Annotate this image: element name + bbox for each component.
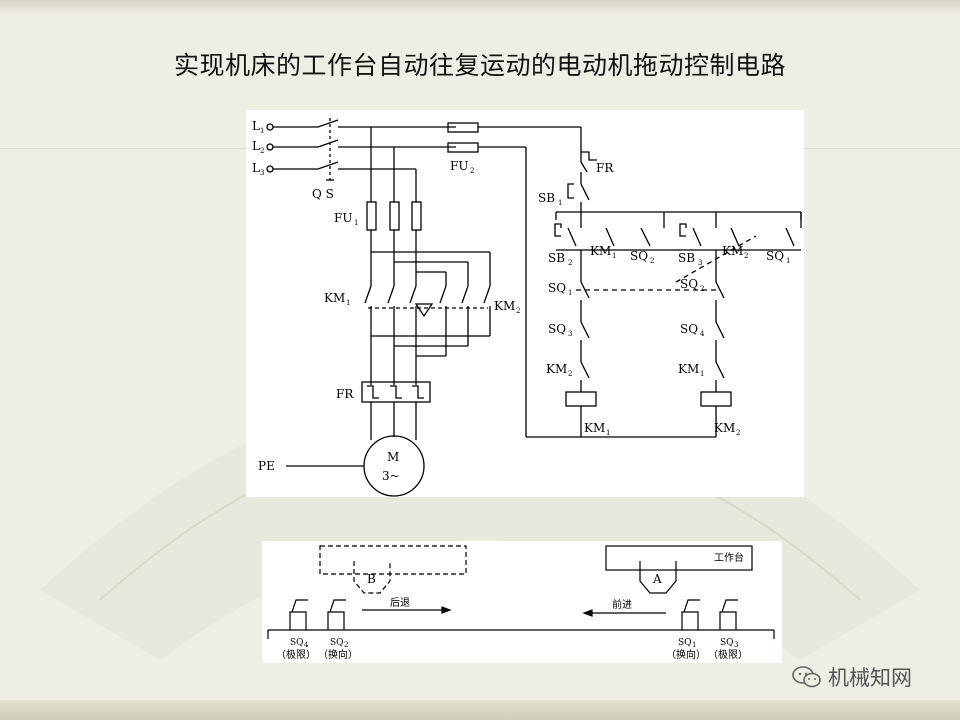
label-l1-sub: 1 [260, 127, 264, 135]
background-bottom-band [0, 700, 960, 720]
label-sq3-switch: SQ [720, 638, 734, 648]
label-km1-interlock-sub: 1 [700, 370, 704, 378]
label-position-b: B [367, 572, 376, 586]
label-sq2-right-sub: 2 [700, 285, 704, 293]
label-sq4: SQ [680, 322, 698, 336]
label-sq2-aux-sub: 2 [650, 257, 654, 265]
label-workbench: 工作台 [714, 551, 744, 564]
motor-phase-label: 3~ [382, 469, 400, 483]
label-sq2-switch: SQ [330, 638, 344, 648]
label-sq3-sub: 3 [568, 330, 572, 338]
label-fu2-sub: 2 [470, 167, 474, 175]
slide-title: 实现机床的工作台自动往复运动的电动机拖动控制电路 [173, 51, 786, 80]
label-km2-hold-sub: 2 [744, 252, 748, 260]
label-km1-hold: KM [590, 244, 611, 258]
label-sq4-switch-sub: 4 [304, 641, 309, 649]
label-sb1-sub: 1 [558, 199, 562, 207]
label-km2-main: KM [494, 299, 515, 313]
label-sq4-sub: 4 [700, 330, 705, 338]
label-coil-km1: KM [584, 421, 605, 435]
motor-label: M [387, 450, 399, 464]
label-fr-main: FR [336, 387, 354, 401]
label-sq2-desc: （换向） [318, 648, 358, 661]
label-sq1-aux: SQ [766, 249, 784, 263]
label-sq1-switch: SQ [678, 638, 692, 648]
label-sq2-right: SQ [680, 277, 698, 291]
label-km1-interlock: KM [678, 362, 699, 376]
watermark-text: 机械知网 [828, 666, 912, 690]
label-backward: 后退 [390, 597, 410, 609]
label-fr-ctrl: FR [596, 161, 614, 175]
label-sq2-switch-sub: 2 [344, 641, 348, 649]
label-l2: L [252, 139, 260, 153]
label-sb3-sub: 3 [698, 259, 702, 267]
label-sq1-left-sub: 1 [568, 289, 572, 297]
label-km2-interlock: KM [546, 362, 567, 376]
label-sq1-switch-sub: 1 [692, 641, 696, 649]
label-forward: 前进 [612, 598, 632, 611]
label-km1-main: KM [324, 291, 345, 305]
worktable-layout-diagram: 工作台 B A 后退 前进 SQ 4 （极限） SQ 2 （换向） SQ 1 （… [262, 541, 782, 663]
label-sq3-desc: （极限） [708, 648, 748, 661]
label-km1-hold-sub: 1 [612, 252, 616, 260]
label-l3-sub: 3 [260, 169, 264, 177]
label-fu2: FU [450, 159, 468, 173]
watermark: 机械知网 [792, 664, 912, 690]
label-km2-hold: KM [722, 244, 743, 258]
label-coil-km2: KM [714, 421, 735, 435]
label-coil-km1-sub: 1 [606, 429, 610, 437]
label-sq1-desc: （换向） [666, 648, 706, 661]
label-sb2: SB [548, 251, 565, 265]
circuit-diagram: L 1 L 2 L 3 Q S FU 1 FU 2 KM 1 KM 2 FR M… [246, 110, 804, 497]
label-sq4-switch: SQ [290, 638, 304, 648]
label-sq2-aux: SQ [630, 249, 648, 263]
label-pe: PE [258, 459, 275, 473]
worktable-drawing: 工作台 B A 后退 前进 SQ 4 （极限） SQ 2 （换向） SQ 1 （… [267, 545, 775, 661]
label-km2-interlock-sub: 2 [568, 370, 572, 378]
label-l2-sub: 2 [260, 147, 264, 155]
label-coil-km2-sub: 2 [736, 429, 740, 437]
label-fu1-sub: 1 [354, 219, 358, 227]
label-position-a: A [652, 572, 662, 586]
label-sq3-switch-sub: 3 [734, 641, 738, 649]
label-l3: L [252, 161, 260, 175]
label-sb1: SB [538, 191, 555, 205]
label-sq1-left: SQ [548, 281, 566, 295]
label-sb3: SB [678, 251, 695, 265]
label-sq4-desc: （极限） [276, 648, 316, 661]
label-km2-main-sub: 2 [516, 307, 520, 315]
circuit-drawing: L 1 L 2 L 3 Q S FU 1 FU 2 KM 1 KM 2 FR M… [252, 118, 802, 497]
label-sq1-aux-sub: 1 [786, 257, 790, 265]
label-sq3: SQ [548, 322, 566, 336]
label-km1-main-sub: 1 [346, 299, 350, 307]
wechat-icon [792, 666, 821, 688]
label-sb2-sub: 2 [568, 259, 572, 267]
label-fu1: FU [334, 211, 352, 225]
label-l1: L [252, 119, 260, 133]
background-top-band [0, 0, 960, 14]
label-qs: Q S [312, 187, 334, 201]
